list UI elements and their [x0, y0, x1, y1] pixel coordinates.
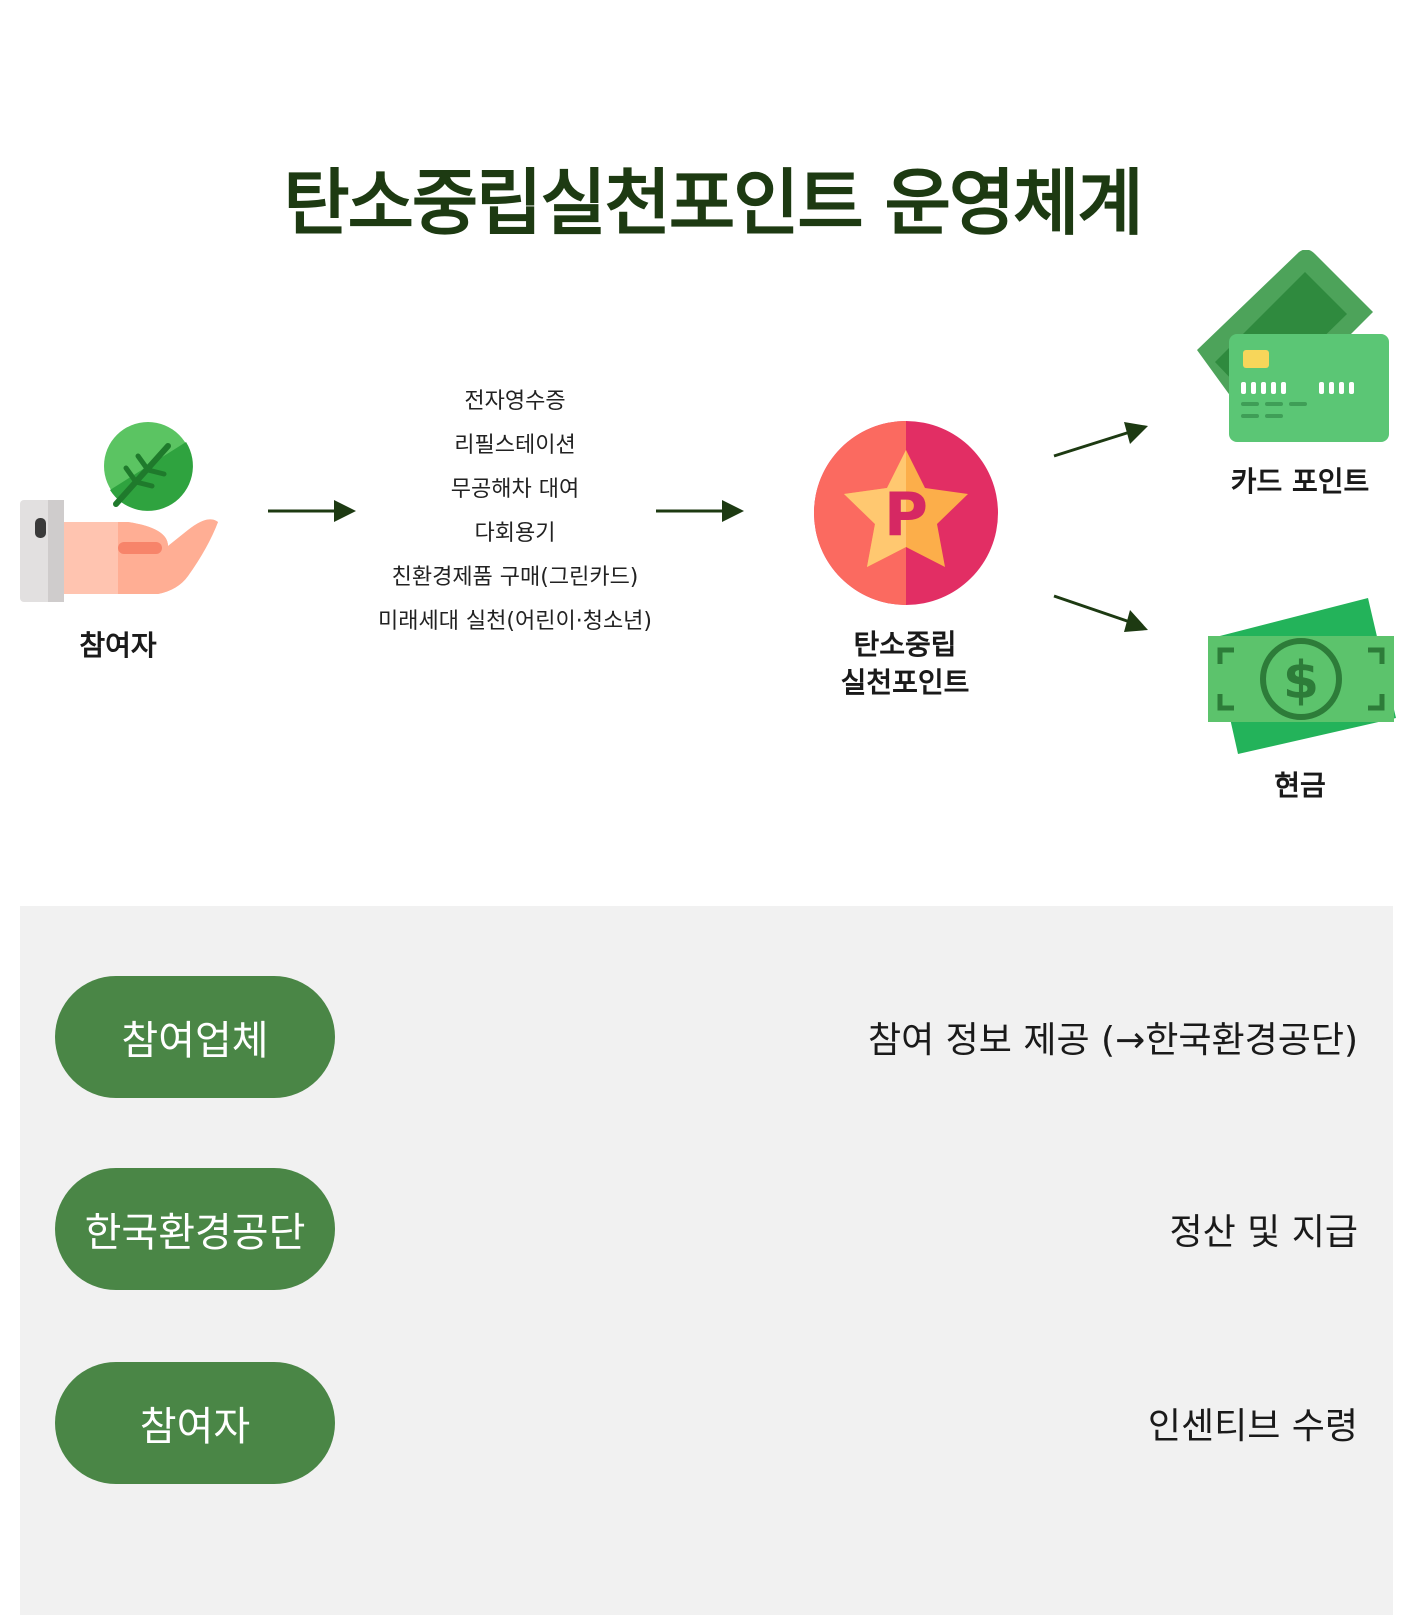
action-item: 미래세대 실천(어린이·청소년): [377, 609, 653, 634]
role-pill: 참여자: [55, 1362, 335, 1484]
participant-label: 참여자: [79, 629, 157, 662]
page-title: 탄소중립실천포인트 운영체계: [283, 161, 1143, 245]
cash-bill-icon: $: [1208, 598, 1396, 754]
action-item: 다회용기: [474, 521, 556, 546]
point-label-line: 탄소중립: [853, 628, 957, 661]
point-label: 탄소중립 실천포인트: [800, 626, 1010, 702]
hand-with-leaf-icon: [20, 422, 218, 602]
credit-card-icon: [1197, 250, 1389, 442]
role-pill: 참여업체: [55, 976, 335, 1098]
role-description: 인센티브 수령: [1147, 1406, 1358, 1447]
point-icon-letter: P: [884, 480, 928, 550]
point-label-line: 실천포인트: [840, 666, 970, 699]
action-item: 무공해차 대여: [450, 477, 580, 502]
card-label: 카드 포인트: [1230, 465, 1370, 498]
action-item: 친환경제품 구매(그린카드): [391, 565, 639, 590]
roles-panel: 참여업체 참여 정보 제공 (→한국환경공단) 한국환경공단 정산 및 지급 참…: [20, 906, 1393, 1615]
point-star-badge-icon: P: [814, 421, 998, 605]
action-item: 전자영수증: [464, 389, 566, 414]
svg-text:$: $: [1283, 651, 1319, 711]
arrow-up-right-icon: [1053, 422, 1148, 458]
arrow-down-right-icon: [1053, 594, 1148, 632]
arrow-right-icon: [268, 500, 356, 522]
role-pill: 한국환경공단: [55, 1168, 335, 1290]
role-description: 참여 정보 제공 (→한국환경공단): [867, 1020, 1358, 1061]
action-item: 리필스테이션: [454, 433, 576, 458]
arrow-right-icon: [656, 500, 744, 522]
cash-label: 현금: [1274, 769, 1326, 802]
action-list: 전자영수증 리필스테이션 무공해차 대여 다회용기 친환경제품 구매(그린카드)…: [340, 380, 690, 644]
role-description: 정산 및 지급: [1169, 1212, 1359, 1253]
